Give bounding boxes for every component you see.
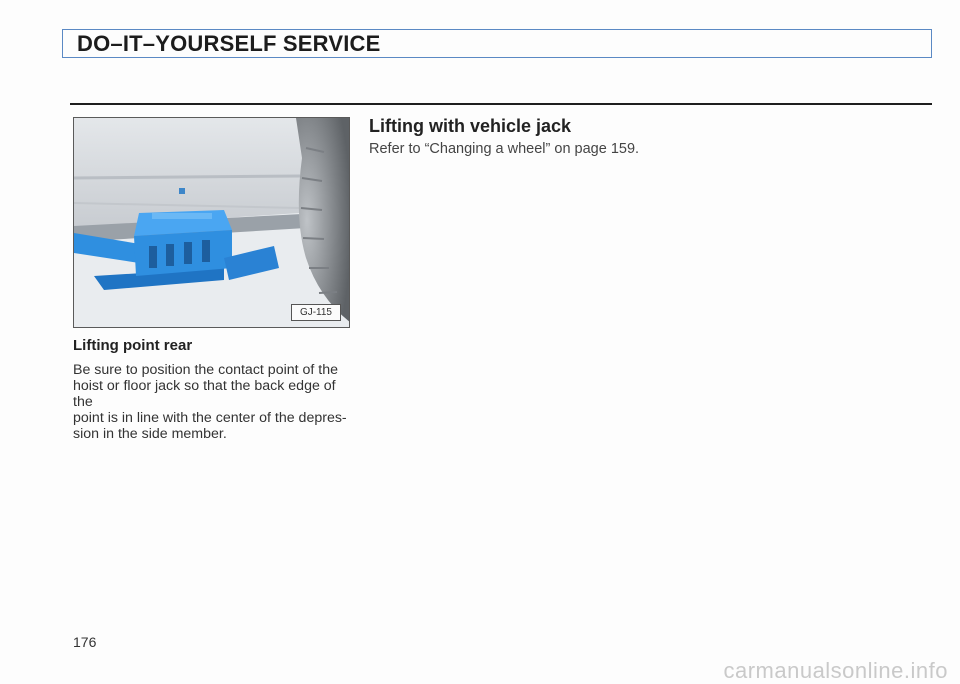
vehicle-jack-reference: Refer to “Changing a wheel” on page 159.: [369, 141, 640, 157]
text-line: point is in line with the center of the …: [73, 410, 347, 426]
text-line: Be sure to position the contact point of…: [73, 362, 339, 378]
jack-under-car-illustration: [74, 118, 349, 327]
text-line: sion in the side member.: [73, 426, 227, 442]
figure-caption: Lifting point rear: [73, 337, 193, 354]
lifting-point-instructions: Be sure to position the contact point of…: [73, 362, 358, 442]
lifting-point-illustration: GJ-115: [73, 117, 350, 328]
watermark: carmanualsonline.info: [723, 658, 948, 683]
text-line: hoist or floor jack so that the back edg…: [73, 378, 336, 410]
figure-code: GJ-115: [290, 304, 341, 321]
vehicle-jack-heading: Lifting with vehicle jack: [369, 116, 572, 136]
page-number: 176: [73, 634, 97, 650]
section-header: DO–IT–YOURSELF SERVICE: [62, 29, 932, 58]
horizontal-rule: [70, 103, 932, 105]
section-title: DO–IT–YOURSELF SERVICE: [77, 31, 381, 56]
